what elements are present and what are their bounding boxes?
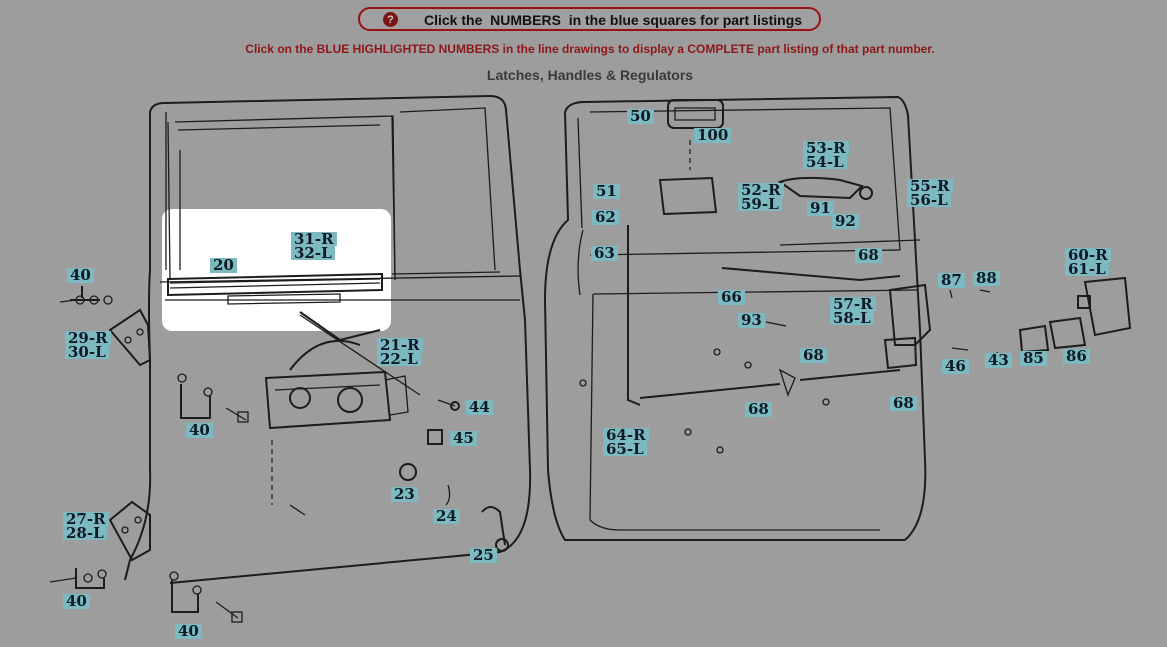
part-label-27-r[interactable]: 27-R bbox=[63, 512, 109, 527]
part-label-68-b[interactable]: 68 bbox=[800, 348, 827, 363]
fastener-bracket-40b bbox=[177, 373, 249, 423]
part-label-24[interactable]: 24 bbox=[433, 509, 460, 524]
part-label-65-l[interactable]: 65-L bbox=[603, 442, 647, 457]
highlight-box bbox=[162, 209, 391, 331]
section-title: Latches, Handles & Regulators bbox=[486, 67, 694, 83]
part-label-28-l[interactable]: 28-L bbox=[63, 526, 107, 541]
lock-rods bbox=[627, 225, 901, 406]
part-label-40-d[interactable]: 40 bbox=[175, 624, 202, 639]
right-door-frame bbox=[543, 95, 927, 541]
screw-small bbox=[289, 504, 306, 516]
left-door-frame bbox=[124, 94, 532, 584]
fastener-bracket-40c bbox=[49, 568, 107, 589]
part-label-93[interactable]: 93 bbox=[738, 313, 765, 328]
part-label-40-a[interactable]: 40 bbox=[67, 268, 94, 283]
part-label-20[interactable]: 20 bbox=[210, 258, 237, 273]
part-label-51[interactable]: 51 bbox=[593, 184, 620, 199]
part-label-44[interactable]: 44 bbox=[466, 400, 493, 415]
part-label-21-r[interactable]: 21-R bbox=[377, 338, 423, 353]
part-label-40-b[interactable]: 40 bbox=[186, 423, 213, 438]
part-label-40-c[interactable]: 40 bbox=[63, 594, 90, 609]
question-mark-icon[interactable]: ? bbox=[383, 12, 398, 27]
part-label-68-d[interactable]: 68 bbox=[890, 396, 917, 411]
part-label-86[interactable]: 86 bbox=[1063, 349, 1090, 364]
inside-handle bbox=[658, 99, 724, 216]
part-label-91[interactable]: 91 bbox=[807, 201, 834, 216]
outside-handle bbox=[777, 176, 873, 200]
part-label-46[interactable]: 46 bbox=[942, 359, 969, 374]
part-label-43[interactable]: 43 bbox=[985, 353, 1012, 368]
part-label-100[interactable]: 100 bbox=[694, 128, 732, 143]
part-label-63[interactable]: 63 bbox=[591, 246, 618, 261]
lower-hinge bbox=[108, 500, 151, 562]
part-label-23[interactable]: 23 bbox=[391, 487, 418, 502]
part-label-56-l[interactable]: 56-L bbox=[907, 193, 951, 208]
part-label-68-a[interactable]: 68 bbox=[855, 248, 882, 263]
part-label-52-r[interactable]: 52-R bbox=[738, 183, 784, 198]
part-label-88[interactable]: 88 bbox=[973, 271, 1000, 286]
part-label-62[interactable]: 62 bbox=[592, 210, 619, 225]
part-label-58-l[interactable]: 58-L bbox=[830, 311, 874, 326]
part-label-32-l[interactable]: 32-L bbox=[291, 246, 335, 261]
fastener-bracket-40d bbox=[169, 571, 243, 623]
instructions-text: Click on the BLUE HIGHLIGHTED NUMBERS in… bbox=[245, 42, 935, 56]
glass-run-channel bbox=[167, 272, 383, 305]
part-label-57-r[interactable]: 57-R bbox=[830, 297, 876, 312]
part-label-31-r[interactable]: 31-R bbox=[291, 232, 337, 247]
part-label-29-r[interactable]: 29-R bbox=[65, 331, 111, 346]
part-label-61-l[interactable]: 61-L bbox=[1065, 262, 1109, 277]
part-label-54-l[interactable]: 54-L bbox=[803, 155, 847, 170]
door-latch bbox=[883, 283, 932, 370]
part-label-64-r[interactable]: 64-R bbox=[603, 428, 649, 443]
part-label-92[interactable]: 92 bbox=[832, 214, 859, 229]
part-label-68-c[interactable]: 68 bbox=[745, 402, 772, 417]
bumper-parts bbox=[399, 399, 509, 552]
fastener-bracket-40a bbox=[59, 286, 113, 305]
part-label-55-r[interactable]: 55-R bbox=[907, 179, 953, 194]
part-label-45[interactable]: 45 bbox=[450, 431, 477, 446]
upper-hinge bbox=[108, 308, 152, 367]
help-banner: ? Click the NUMBERS in the blue squares … bbox=[358, 7, 821, 31]
window-regulator bbox=[264, 311, 421, 430]
part-label-30-l[interactable]: 30-L bbox=[65, 345, 109, 360]
help-text: Click the NUMBERS in the blue squares fo… bbox=[424, 12, 803, 28]
small-hardware bbox=[579, 289, 1001, 454]
striker-parts bbox=[1018, 276, 1132, 354]
part-label-85[interactable]: 85 bbox=[1020, 351, 1047, 366]
part-label-60-r[interactable]: 60-R bbox=[1065, 248, 1111, 263]
part-label-53-r[interactable]: 53-R bbox=[803, 141, 849, 156]
part-label-22-l[interactable]: 22-L bbox=[377, 352, 421, 367]
part-label-50[interactable]: 50 bbox=[627, 109, 654, 124]
part-label-25[interactable]: 25 bbox=[470, 548, 497, 563]
part-label-66[interactable]: 66 bbox=[718, 290, 745, 305]
part-label-87[interactable]: 87 bbox=[938, 273, 965, 288]
part-label-59-l[interactable]: 59-L bbox=[738, 197, 782, 212]
